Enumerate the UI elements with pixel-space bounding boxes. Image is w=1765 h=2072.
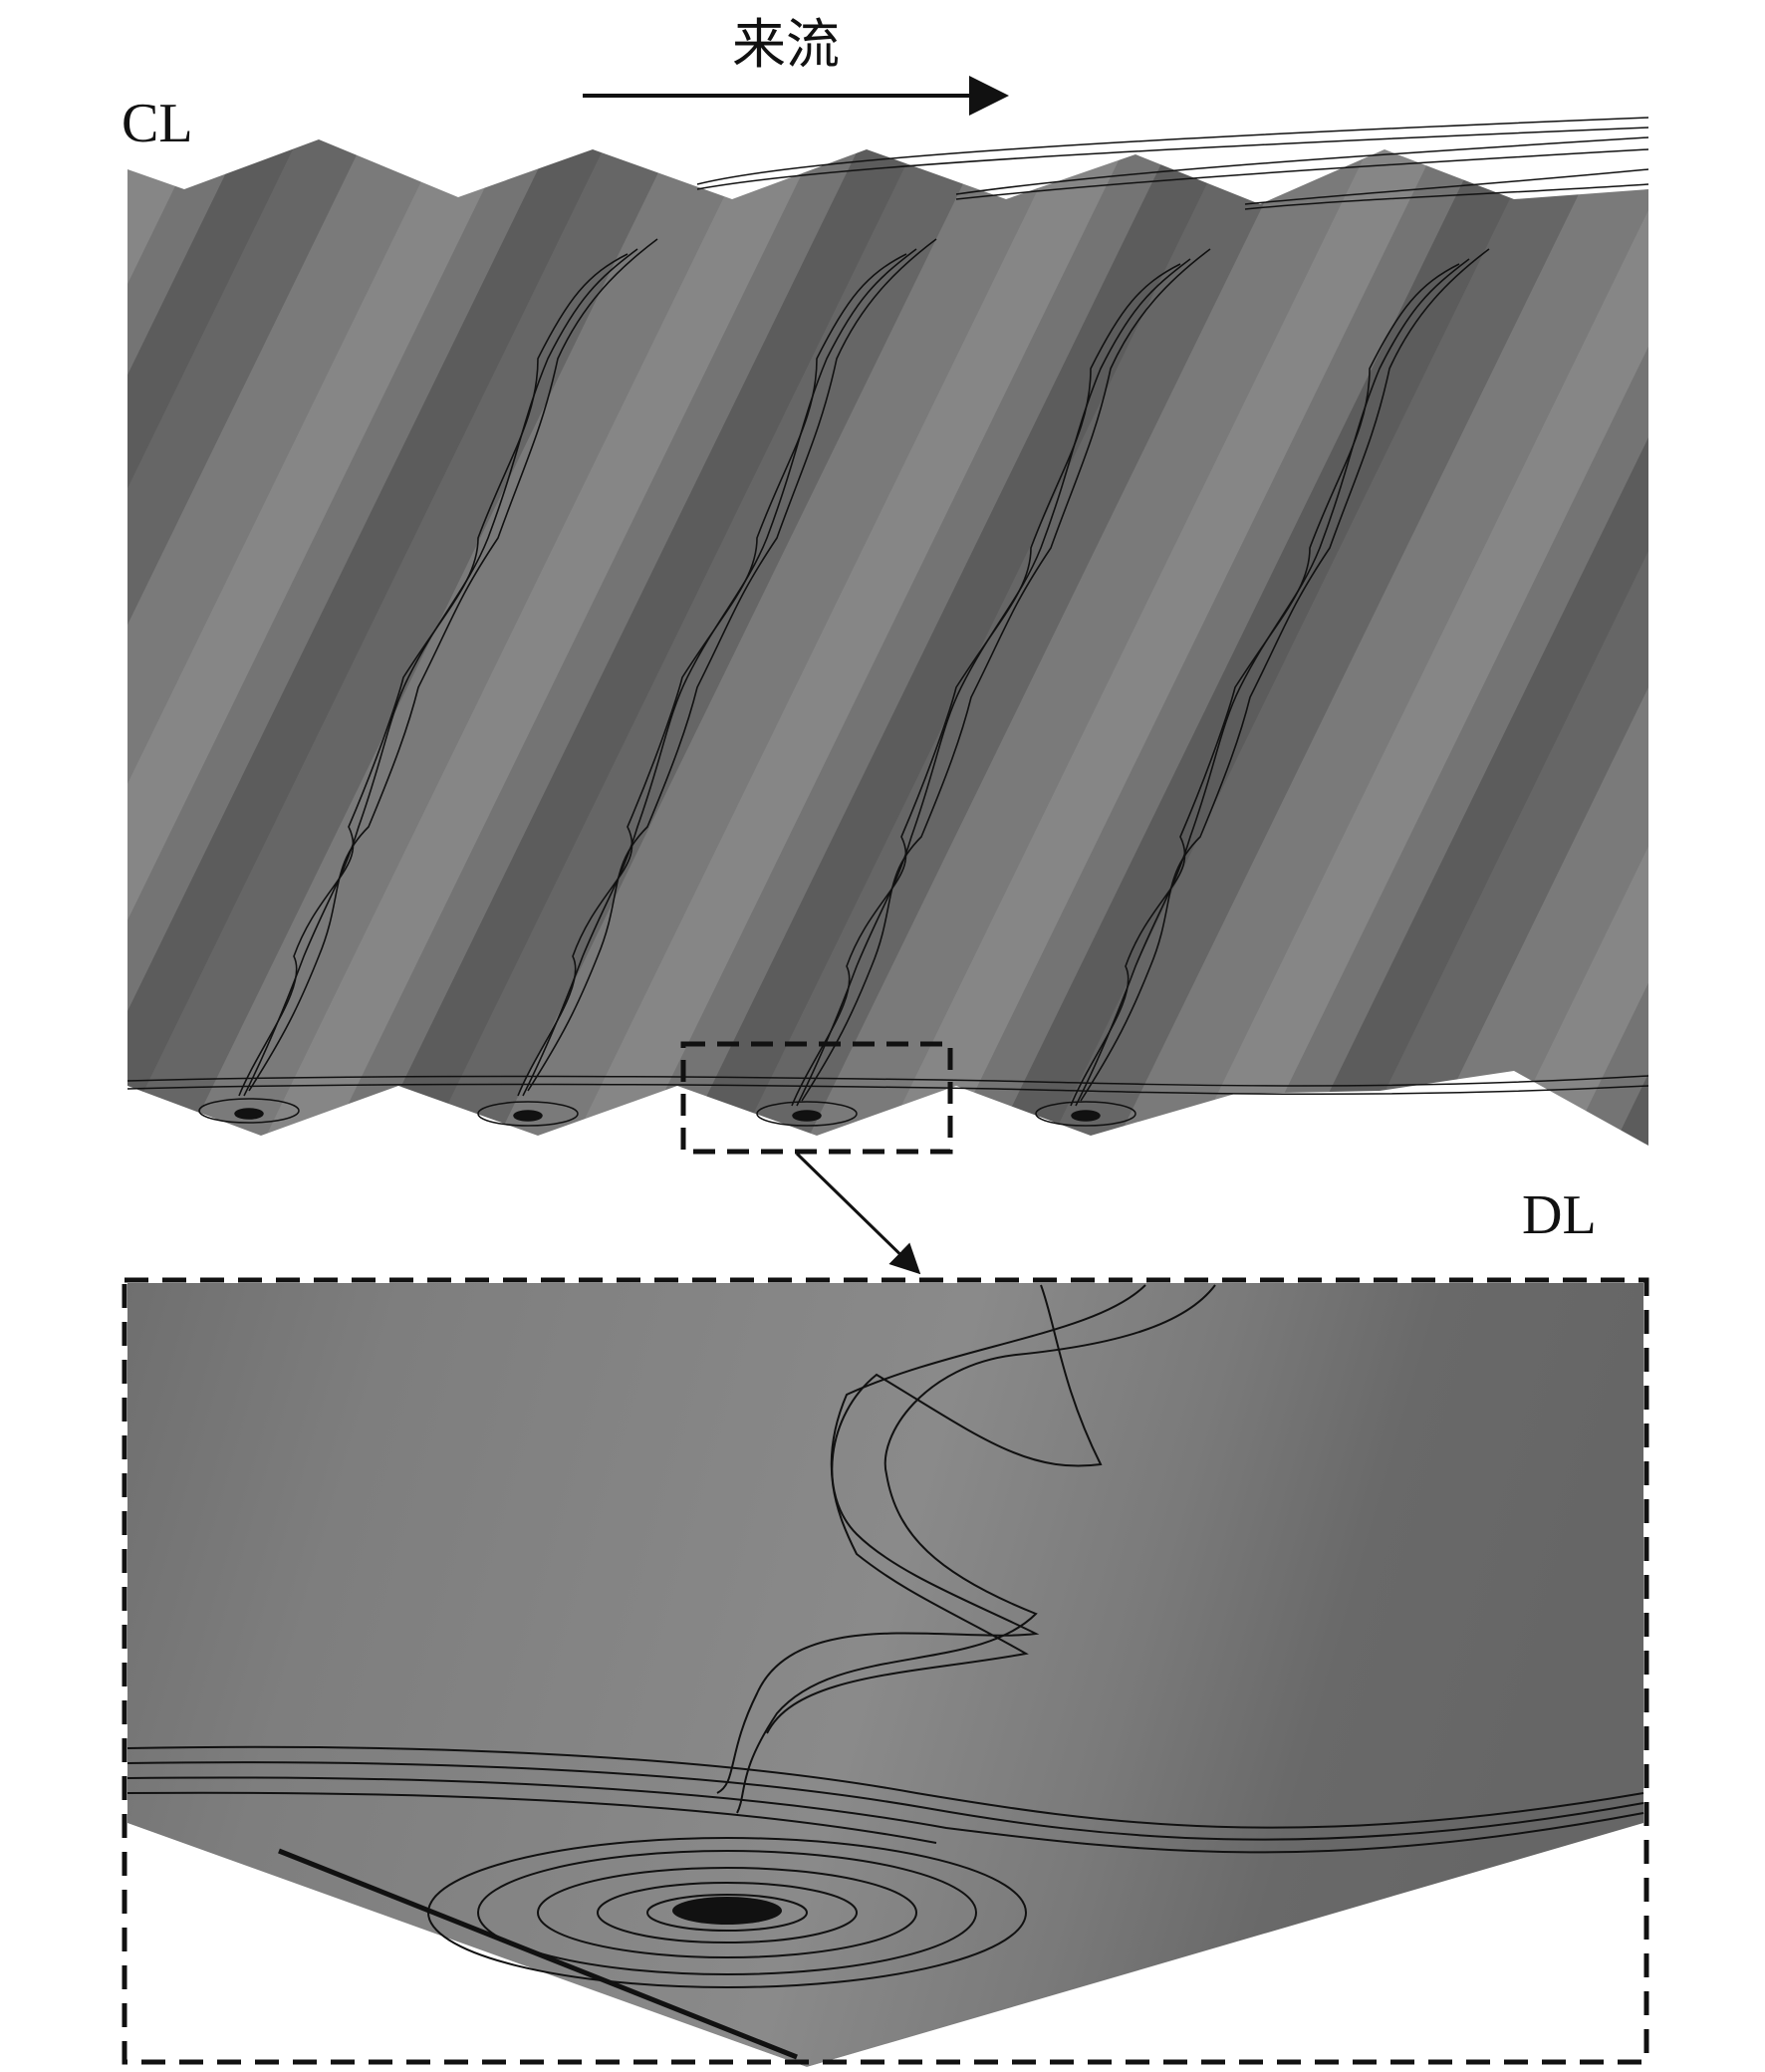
zoom-pointer-arrow <box>795 1152 921 1275</box>
flow-direction-label: 来流 <box>732 13 840 76</box>
zoom-inset <box>122 1277 1649 2067</box>
corrugated-surface <box>127 139 1648 1146</box>
spiral-group-4 <box>1070 248 1490 1107</box>
bottom-vortices <box>126 1075 1649 1127</box>
cl-label: CL <box>122 93 193 154</box>
spiral-group-1 <box>238 238 658 1097</box>
zoom-box <box>122 1277 1649 2065</box>
dl-label: DL <box>1522 1184 1597 1246</box>
top-streamlines <box>696 117 1649 210</box>
spiral-group-2 <box>517 238 937 1097</box>
highlight-box <box>680 1041 953 1155</box>
spiral-group-3 <box>791 248 1211 1107</box>
spiral-streamlines <box>238 238 1490 1107</box>
